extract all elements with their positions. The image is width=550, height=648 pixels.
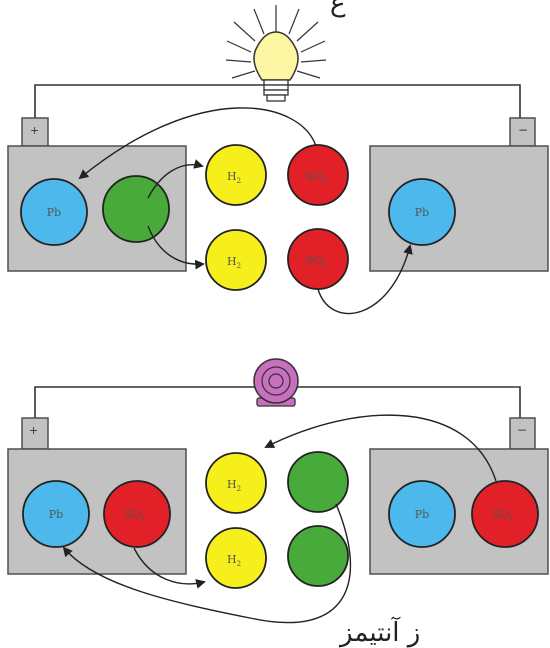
hydrogen-ion	[205, 229, 267, 291]
top-right-cell: − Pb	[369, 117, 549, 272]
motor-icon	[253, 358, 299, 407]
svg-text:H2: H2	[227, 553, 241, 568]
top-circuit: + Pb − Pb H2 SO4 H2 SO4	[7, 5, 549, 315]
light-bulb-icon	[225, 5, 327, 102]
positive-terminal-label: +	[29, 424, 38, 437]
svg-text:H2: H2	[227, 478, 241, 493]
arrow-oxygen-to-top-hydrogen	[147, 159, 204, 199]
bottom-left-cell: + Pb SO4	[7, 417, 187, 575]
arrow-sulfate-to-right-lead	[317, 244, 413, 315]
svg-text:SO4: SO4	[124, 508, 146, 523]
bottom-circuit: + Pb SO4 − Pb SO4 H2 H2	[7, 358, 549, 624]
hydrogen-ion	[205, 144, 267, 206]
lead-ion	[388, 480, 456, 548]
arrow-oxygen-to-left-lead	[62, 503, 352, 624]
oxygen-ion	[102, 175, 170, 243]
top-text-fragment: ع	[330, 0, 346, 18]
hydrogen-ion	[205, 527, 267, 589]
positive-terminal-label: +	[30, 124, 39, 137]
negative-terminal-label: −	[517, 423, 527, 437]
bottom-electrolyte-ions: H2 H2	[205, 451, 349, 589]
bottom-right-cell: − Pb SO4	[369, 417, 549, 575]
svg-text:SO4: SO4	[492, 508, 514, 523]
top-left-cell: + Pb	[7, 117, 187, 272]
sulfate-ion	[471, 480, 539, 548]
lead-ion	[22, 480, 90, 548]
lead-ion	[388, 178, 456, 246]
bottom-text-fragment: ز آنتیمز	[340, 618, 421, 648]
negative-terminal-label: −	[518, 123, 528, 137]
top-electrolyte-ions: H2 SO4 H2 SO4	[205, 144, 349, 291]
oxygen-ion	[287, 451, 349, 513]
bottom-arrows	[62, 414, 497, 624]
svg-text:Pb: Pb	[47, 206, 61, 219]
svg-text:Pb: Pb	[49, 508, 63, 521]
svg-text:SO4: SO4	[305, 170, 327, 185]
arrow-oxygen-to-bottom-hydrogen	[147, 225, 205, 270]
lead-ion	[20, 178, 88, 246]
oxygen-ion	[287, 525, 349, 587]
svg-text:Pb: Pb	[415, 206, 429, 219]
svg-text:H2: H2	[227, 255, 241, 270]
arrow-right-sulfate-to-hydrogen	[264, 414, 497, 482]
svg-text:SO4: SO4	[305, 254, 327, 269]
sulfate-ion	[103, 480, 171, 548]
sulfate-ion	[287, 144, 349, 206]
arrow-left-sulfate-to-hydrogen	[133, 547, 206, 589]
svg-text:H2: H2	[227, 170, 241, 185]
top-arrows	[78, 107, 413, 315]
hydrogen-ion	[205, 452, 267, 514]
arrow-sulfate-to-left-lead	[78, 107, 317, 180]
svg-text:Pb: Pb	[415, 508, 429, 521]
